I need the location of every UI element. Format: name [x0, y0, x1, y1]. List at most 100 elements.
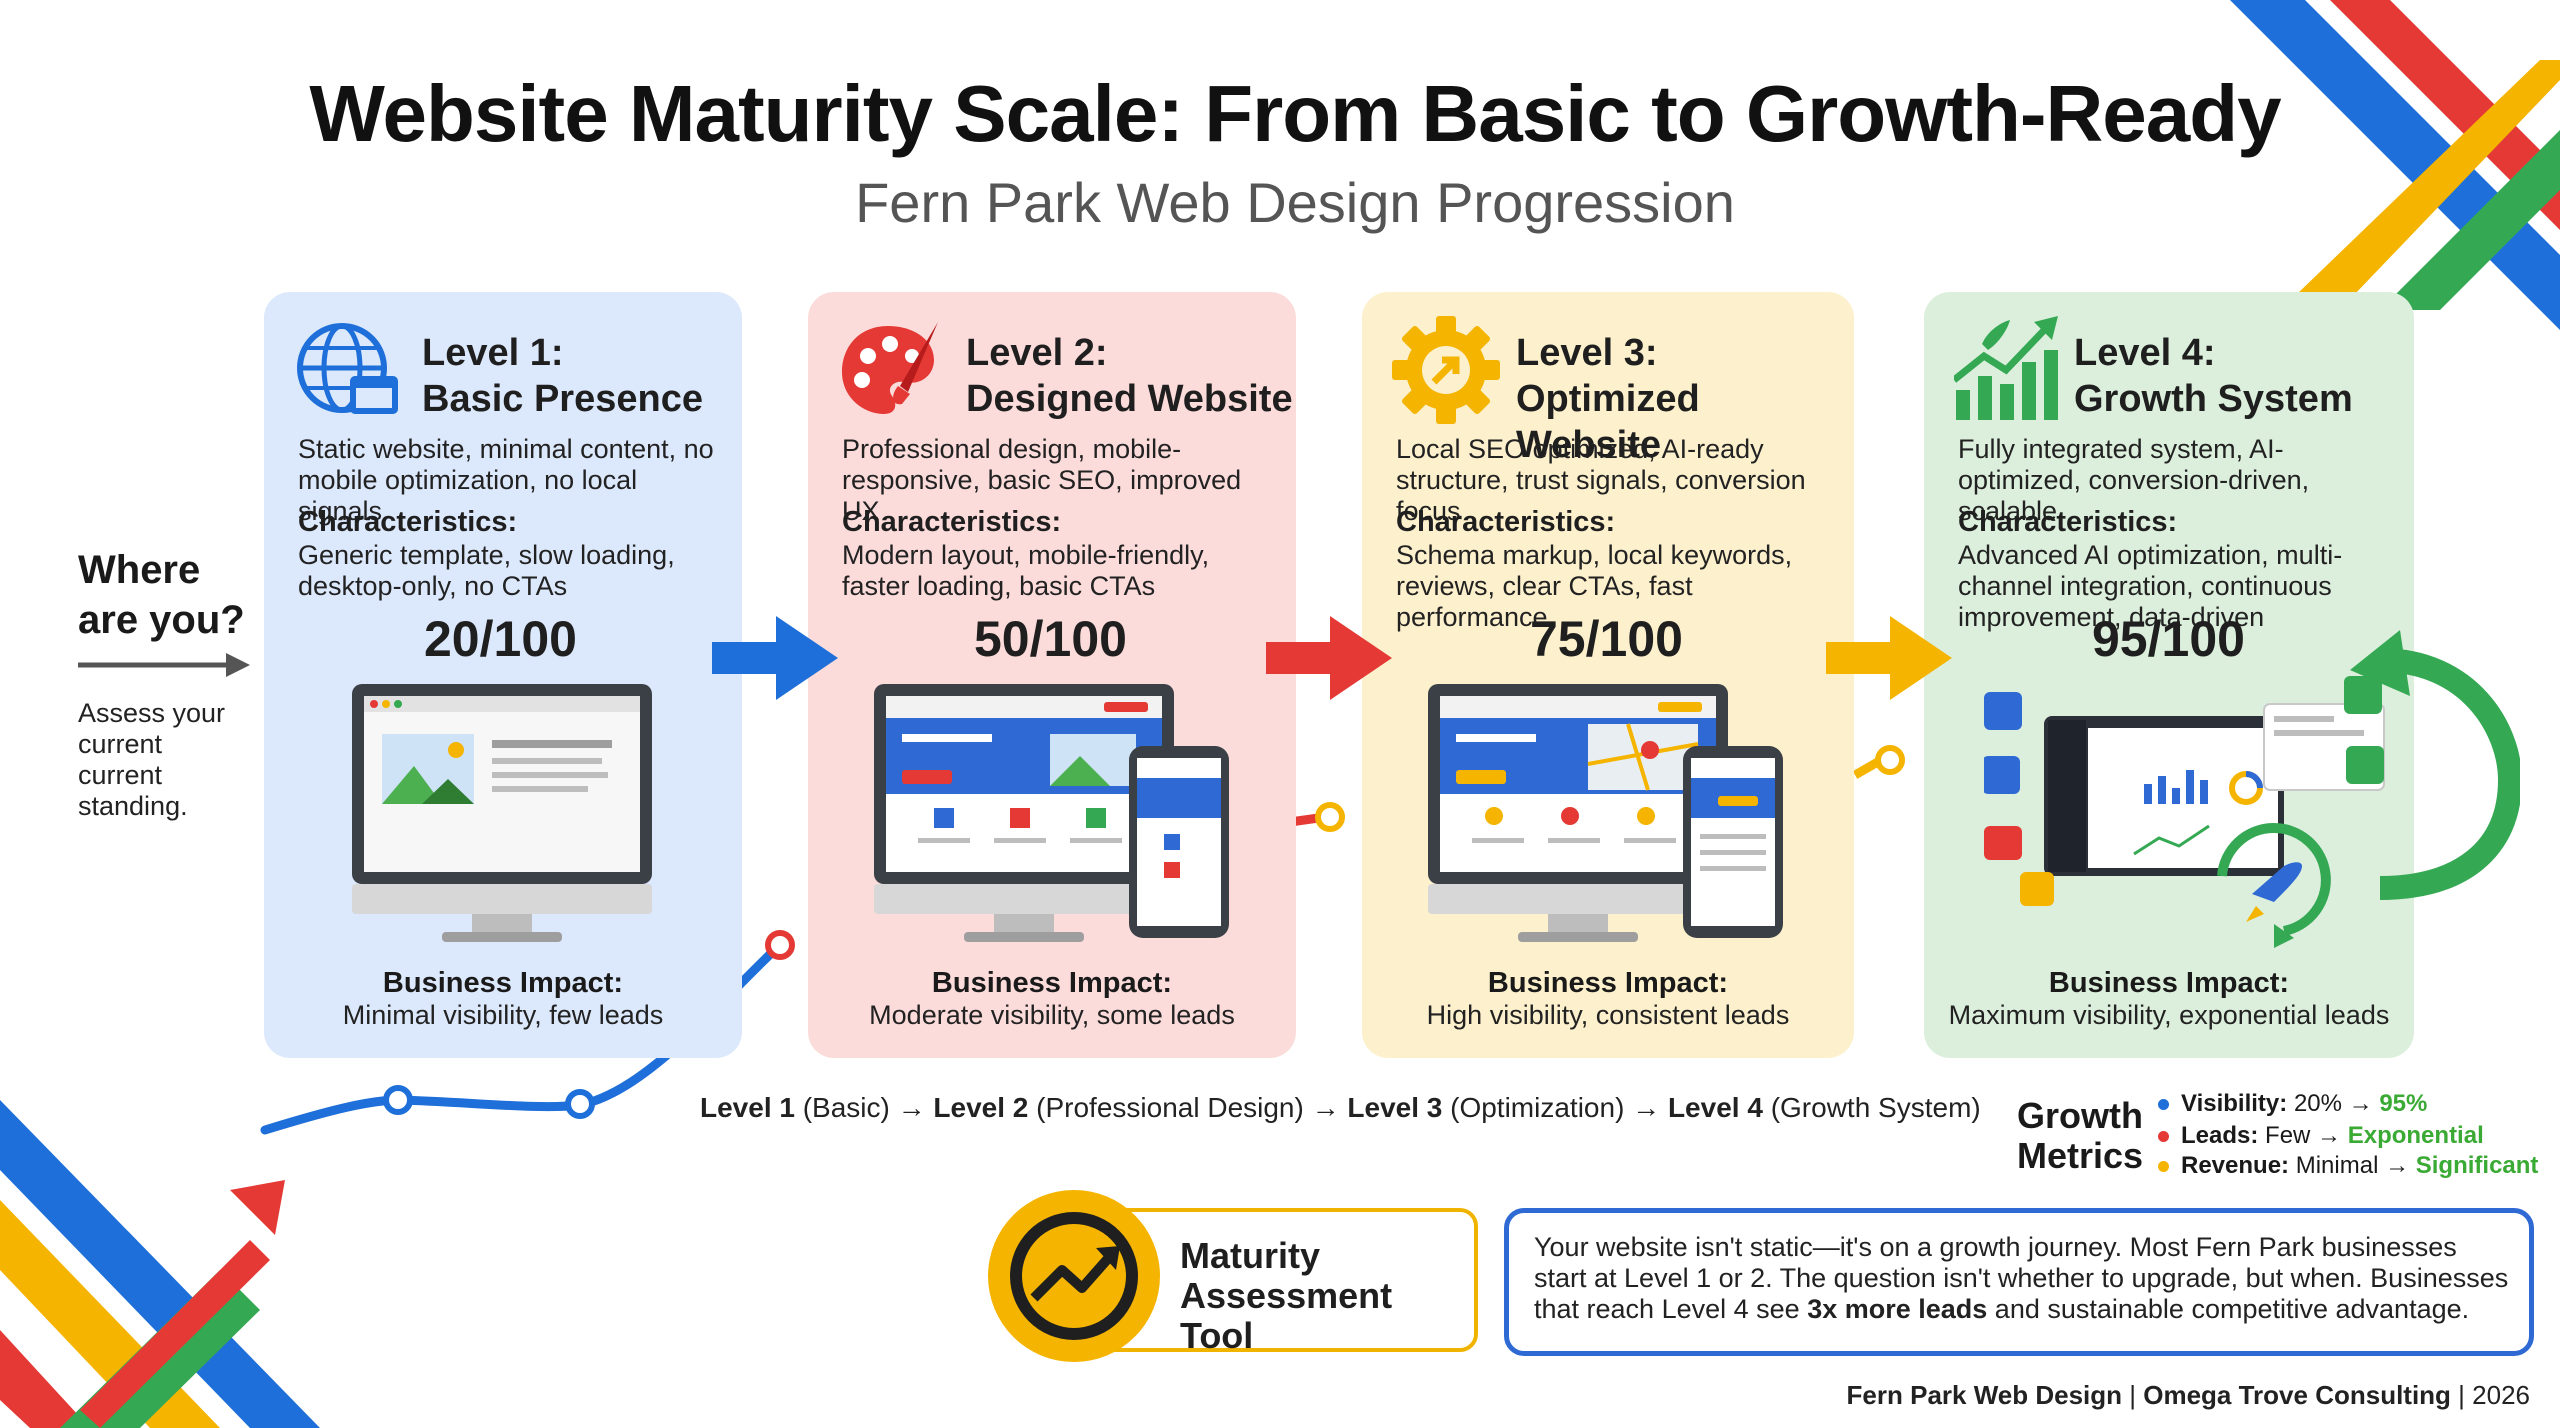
characteristics-text: Modern layout, mobile-friendly, faster l…	[842, 540, 1210, 601]
arrow-right-yellow	[1826, 616, 1952, 700]
corner-stripes-bottom-left	[0, 1100, 320, 1428]
growth-metrics-title: Growth Metrics	[2016, 1095, 2144, 1176]
level-description: Local SEO optimized, AI-ready structure,…	[1396, 434, 1806, 526]
palette-brush-icon	[842, 322, 938, 414]
metric-visibility: Visibility: 20% → 95%	[2158, 1090, 2427, 1118]
assess-text: Assess your current current standing.	[78, 698, 226, 821]
level-score: 50/100	[974, 611, 1127, 667]
where-text: Where are you?	[78, 548, 245, 642]
rocket-growth-chart-icon	[1954, 316, 2058, 420]
arrow-right-red	[1266, 616, 1392, 700]
footer-sep: |	[2450, 1380, 2473, 1410]
level-name: Growth System	[2074, 378, 2353, 420]
level-name: Basic Presence	[422, 378, 703, 420]
curve-node	[383, 1085, 413, 1115]
metric-key: Visibility:	[2181, 1090, 2288, 1117]
level-1-card: Level 1: Basic Presence Static website, …	[264, 292, 742, 1058]
characteristics-heading: Characteristics:	[842, 506, 1062, 538]
level-4-card: Level 4: Growth System Fully integrated …	[1924, 292, 2414, 1058]
metric-key: Revenue:	[2181, 1152, 2290, 1179]
path-arrow: →	[1632, 1092, 1661, 1123]
curve-node	[565, 1089, 595, 1119]
metric-revenue: Revenue: Minimal → Significant	[2158, 1152, 2538, 1180]
metric-key: Leads:	[2181, 1122, 2259, 1149]
where-heading: Where are you?	[78, 545, 248, 645]
footer-credits: Fern Park Web Design | Omega Trove Consu…	[1847, 1380, 2530, 1411]
path-arrow: →	[1311, 1092, 1340, 1123]
impact-text: Moderate visibility, some leads	[869, 1000, 1235, 1030]
optimized-website-illustration	[1428, 684, 1783, 942]
characteristics-text: Schema markup, local keywords, reviews, …	[1396, 540, 1793, 632]
impact-text: High visibility, consistent leads	[1426, 1000, 1790, 1030]
path-level-2-desc: (Professional Design)	[1036, 1092, 1304, 1123]
level-description: Fully integrated system, AI-optimized, c…	[1958, 434, 2310, 526]
curve-node	[1875, 745, 1905, 775]
metric-to: Significant	[2415, 1152, 2539, 1179]
message-text-end: and sustainable competitive advantage.	[1987, 1294, 2470, 1324]
message-highlight: 3x more leads	[1807, 1294, 1988, 1324]
globe-browser-icon	[297, 323, 398, 414]
gear-arrow-icon	[1392, 316, 1500, 424]
corner-stripes-top-right	[2230, 0, 2560, 330]
path-level-4-desc: (Growth System)	[1770, 1092, 1981, 1123]
bullet-dot	[2158, 1099, 2169, 1111]
metric-from: Minimal	[2295, 1152, 2379, 1179]
level-label: Level 2:	[966, 332, 1108, 374]
growth-message: Your website isn't static—it's on a grow…	[1534, 1232, 2514, 1325]
metric-from: Few	[2265, 1122, 2311, 1149]
level-description: Professional design, mobile-responsive, …	[842, 434, 1242, 526]
metric-leads: Leads: Few → Exponential	[2158, 1122, 2484, 1150]
gauge-growth-icon	[988, 1190, 1160, 1362]
curve-node	[1315, 802, 1345, 832]
message-text: Your website isn't static—it's on a grow…	[1534, 1232, 2509, 1324]
level-label: Level 4:	[2074, 332, 2216, 374]
level-label: Level 3:	[1516, 332, 1658, 374]
metric-to: 95%	[2379, 1090, 2428, 1117]
page-subtitle: Fern Park Web Design Progression	[855, 171, 1735, 234]
message-panel	[1504, 1208, 2534, 1356]
footer-brand-1: Fern Park Web Design	[1846, 1380, 2123, 1410]
impact-text: Minimal visibility, few leads	[342, 1000, 664, 1030]
level-name: Designed Website	[966, 378, 1293, 420]
metric-arrow: →	[2385, 1152, 2410, 1179]
footer-year: 2026	[2472, 1380, 2530, 1410]
characteristics-heading: Characteristics:	[1958, 506, 2178, 538]
bullet-dot	[2158, 1161, 2169, 1173]
desktop-monitor-illustration	[352, 684, 652, 942]
level-score: 20/100	[424, 611, 577, 667]
level-label: Level 1:	[422, 332, 564, 374]
assessment-tool-label: Maturity Assessment Tool	[1180, 1235, 1393, 1356]
path-level-4: Level 4	[1667, 1092, 1763, 1123]
responsive-website-illustration	[874, 684, 1229, 942]
metric-to: Exponential	[2347, 1122, 2484, 1149]
characteristics-heading: Characteristics:	[298, 506, 518, 538]
bullet-dot	[2158, 1131, 2169, 1143]
where-arrow	[78, 653, 250, 677]
impact-heading: Business Impact:	[2048, 967, 2290, 999]
metric-arrow: →	[2317, 1122, 2342, 1149]
level-2-card: Level 2: Designed Website Professional d…	[808, 292, 1296, 1058]
impact-heading: Business Impact:	[382, 967, 624, 999]
path-level-3-desc: (Optimization)	[1450, 1092, 1625, 1123]
metric-from: 20%	[2293, 1090, 2342, 1117]
metric-arrow: →	[2348, 1090, 2373, 1117]
page-title: Website Maturity Scale: From Basic to Gr…	[309, 69, 2281, 158]
footer-sep: |	[2122, 1380, 2144, 1410]
loop-arrow-green	[2350, 630, 2520, 900]
level-name: Optimized Website	[1516, 378, 1700, 466]
characteristics-text: Advanced AI optimization, multi-channel …	[1958, 540, 2343, 632]
level-description: Static website, minimal content, no mobi…	[298, 434, 714, 526]
curve-node	[765, 930, 795, 960]
impact-heading: Business Impact:	[931, 967, 1173, 999]
path-level-1-desc: (Basic)	[802, 1092, 890, 1123]
progression-path: Level 1 (Basic) → Level 2 (Professional …	[700, 1092, 1981, 1124]
arrow-right-blue	[712, 616, 838, 700]
path-level-3: Level 3	[1347, 1092, 1443, 1123]
path-arrow: →	[897, 1092, 926, 1123]
path-level-2: Level 2	[933, 1092, 1029, 1123]
impact-text: Maximum visibility, exponential leads	[1948, 1000, 2390, 1030]
path-level-1: Level 1	[700, 1092, 795, 1123]
level-3-card: Level 3: Optimized Website Local SEO opt…	[1362, 292, 1854, 1058]
characteristics-text: Generic template, slow loading, desktop-…	[298, 540, 675, 601]
level-score: 75/100	[1530, 611, 1683, 667]
